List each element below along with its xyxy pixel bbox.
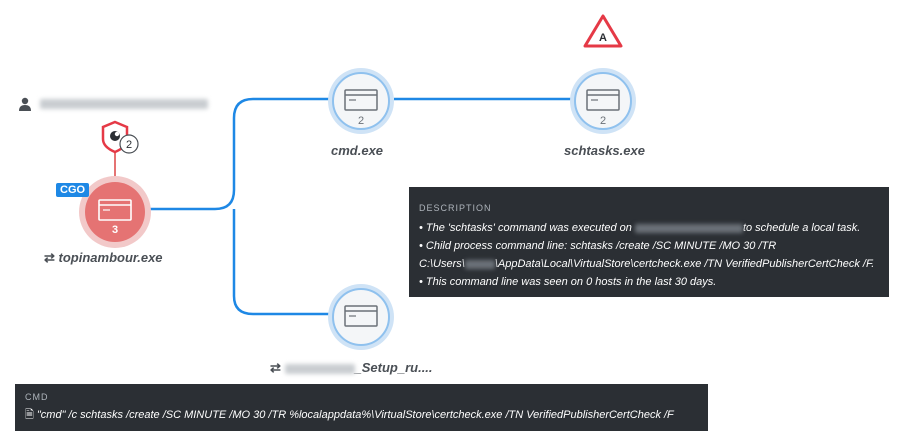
replay-icon: ⇄ <box>44 250 59 265</box>
node-cmd[interactable]: 2 <box>328 68 394 134</box>
cmd-line: 🗎 "cmd" /c schtasks /create /SC MINUTE /… <box>25 406 698 425</box>
replay-icon: ⇄ <box>270 360 285 375</box>
description-line-1: • The 'schtasks' command was executed on… <box>419 222 861 234</box>
node-setup-label[interactable]: ⇄ _Setup_ru.... <box>270 360 433 375</box>
node-topinambour-count: 3 <box>112 224 118 236</box>
cmd-text: "cmd" /c schtasks /create /SC MINUTE /MO… <box>36 409 674 421</box>
alert-icon[interactable]: A <box>583 14 623 48</box>
description-line-2: • Child process command line: schtasks /… <box>419 240 777 252</box>
alert-label: A <box>599 32 607 44</box>
node-cmd-count: 2 <box>358 115 364 127</box>
user-row <box>18 97 208 111</box>
description-line-4: • This command line was seen on 0 hosts … <box>419 276 717 288</box>
user-icon <box>19 97 31 111</box>
setup-name-redacted <box>284 363 355 374</box>
edge-parent-cmd <box>147 97 330 211</box>
host-redacted <box>634 223 743 233</box>
node-setup[interactable] <box>328 284 394 350</box>
badge-count-icon: 2 <box>119 134 139 154</box>
node-schtasks-count: 2 <box>600 115 606 127</box>
edge-parent-setup <box>232 209 330 316</box>
user-name-redacted <box>40 99 208 109</box>
node-topinambour[interactable]: 3 <box>79 176 151 248</box>
node-cmd-label[interactable]: cmd.exe <box>331 143 384 158</box>
node-topinambour-label[interactable]: ⇄ topinambour.exe <box>44 250 163 265</box>
node-schtasks[interactable]: 2 <box>570 68 636 134</box>
description-panel: DESCRIPTION • The 'schtasks' command was… <box>409 187 889 297</box>
description-header: DESCRIPTION <box>419 203 492 213</box>
description-line-3: C:\Users\\AppData\Local\VirtualStore\cer… <box>419 258 875 270</box>
user-path-redacted <box>464 259 495 269</box>
cgo-tag: CGO <box>56 183 90 197</box>
badge-count: 2 <box>126 139 132 151</box>
cmd-header: CMD <box>25 392 49 402</box>
cmd-panel: CMD 🗎 "cmd" /c schtasks /create /SC MINU… <box>15 384 708 431</box>
node-schtasks-label[interactable]: schtasks.exe <box>564 143 645 158</box>
document-icon: 🗎 <box>25 409 37 421</box>
